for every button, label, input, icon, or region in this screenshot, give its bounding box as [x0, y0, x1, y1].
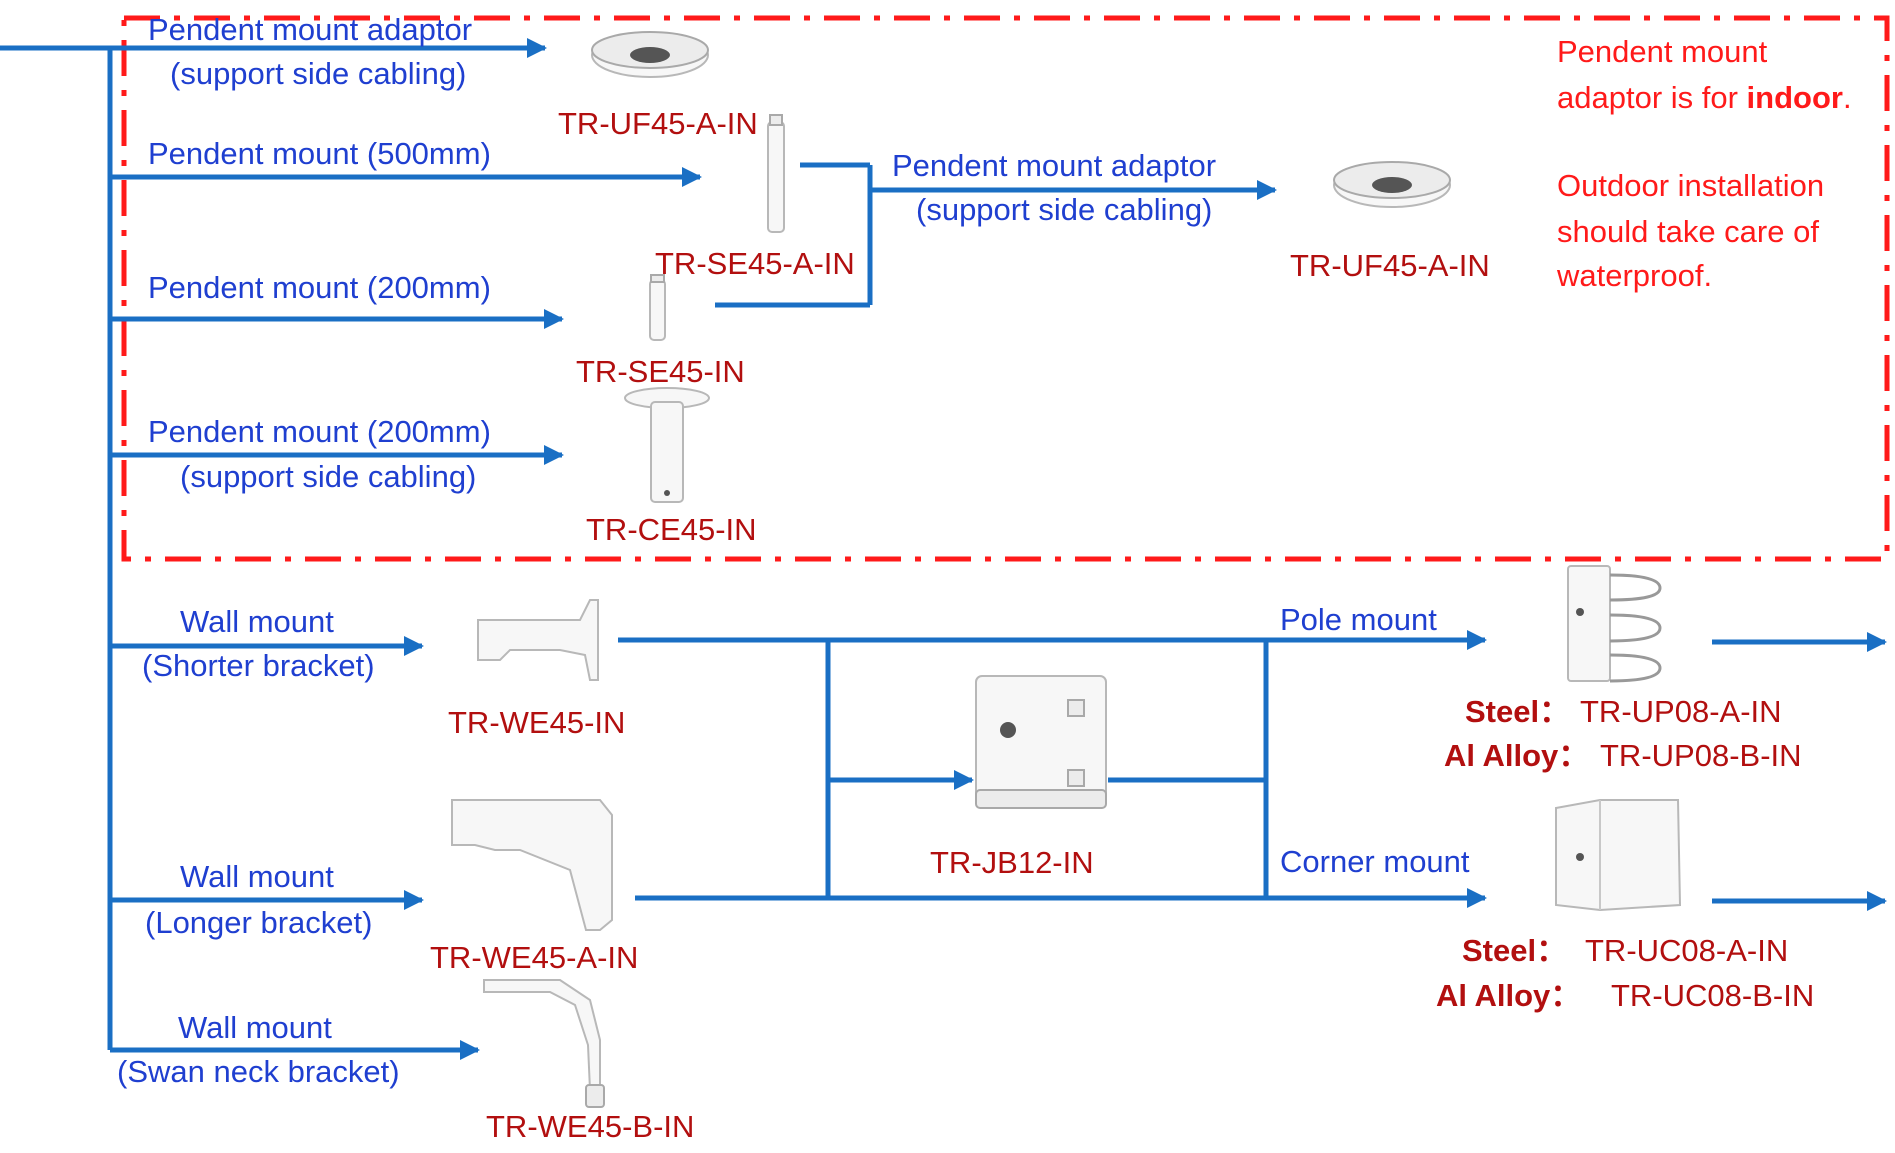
- corner-steel-code: TR-UC08-A-IN: [1585, 933, 1788, 968]
- pendent-pipe-500-image: [767, 114, 785, 233]
- pendent-pipe-200-image: [649, 274, 666, 341]
- pendent-200-label: Pendent mount (200mm): [148, 270, 491, 305]
- ceiling-adaptor-image-1: [591, 31, 709, 78]
- pole-alloy-code: TR-UP08-B-IN: [1600, 738, 1802, 773]
- wall-bracket-short-image: [477, 599, 599, 681]
- junction-box-code: TR-JB12-IN: [930, 845, 1094, 880]
- note-line2: adaptor is for indoor.: [1557, 80, 1852, 115]
- note-line2-bold: indoor: [1747, 80, 1843, 115]
- note-line4: should take care of: [1557, 214, 1819, 249]
- corner-steel-label: Steel：: [1462, 933, 1567, 968]
- corner-mount-image: [1555, 799, 1682, 912]
- swan-neck-bracket-image: [483, 979, 605, 1108]
- wall-swan-label-line2: (Swan neck bracket): [117, 1054, 400, 1089]
- pendent-side-cabling-image: [624, 387, 710, 503]
- wall-long-label-line1: Wall mount: [180, 859, 334, 894]
- pendent-200-side-code: TR-CE45-IN: [586, 512, 757, 547]
- indoor-frame: [121, 15, 1890, 562]
- wall-long-label-line2: (Longer bracket): [145, 905, 372, 940]
- wall-short-label-line1: Wall mount: [180, 604, 334, 639]
- note-line2-pre: adaptor is for: [1557, 80, 1747, 115]
- adaptor-code: TR-UF45-A-IN: [1290, 248, 1490, 283]
- wall-long-code: TR-WE45-A-IN: [430, 940, 638, 975]
- pole-mount-label: Pole mount: [1280, 602, 1437, 637]
- wall-short-code: TR-WE45-IN: [448, 705, 625, 740]
- adaptor-label-line2: (support side cabling): [916, 192, 1212, 227]
- pendent-500-code: TR-SE45-A-IN: [655, 246, 855, 281]
- wall-swan-label-line1: Wall mount: [178, 1010, 332, 1045]
- pole-alloy-label: Al Alloy：: [1444, 738, 1589, 773]
- junction-box-image: [975, 675, 1107, 809]
- pendent-500-label: Pendent mount (500mm): [148, 136, 491, 171]
- pendent-adaptor-label-line2: (support side cabling): [170, 56, 466, 91]
- flow-lines: [0, 38, 1887, 1060]
- pendent-200-side-label-line1: Pendent mount (200mm): [148, 414, 491, 449]
- pendent-adaptor-label-line1: Pendent mount adaptor: [148, 12, 472, 47]
- note-line3: Outdoor installation: [1557, 168, 1824, 203]
- pendent-adaptor-code: TR-UF45-A-IN: [558, 106, 758, 141]
- corner-alloy-code: TR-UC08-B-IN: [1611, 978, 1814, 1013]
- corner-mount-label: Corner mount: [1280, 844, 1470, 879]
- wall-short-label-line2: (Shorter bracket): [142, 648, 375, 683]
- ceiling-adaptor-image-2: [1333, 161, 1451, 208]
- pendent-200-code: TR-SE45-IN: [576, 354, 745, 389]
- note-line1: Pendent mount: [1557, 34, 1768, 69]
- pole-steel-label: Steel：: [1465, 694, 1570, 729]
- pole-mount-image: [1567, 565, 1662, 683]
- wall-swan-code: TR-WE45-B-IN: [486, 1109, 694, 1144]
- note-line2-post: .: [1843, 80, 1852, 115]
- wall-bracket-long-image: [451, 799, 613, 931]
- pendent-200-side-label-line2: (support side cabling): [180, 459, 476, 494]
- adaptor-label-line1: Pendent mount adaptor: [892, 148, 1216, 183]
- note-line5: waterproof.: [1556, 258, 1712, 293]
- pole-steel-code: TR-UP08-A-IN: [1580, 694, 1782, 729]
- corner-alloy-label: Al Alloy：: [1436, 978, 1581, 1013]
